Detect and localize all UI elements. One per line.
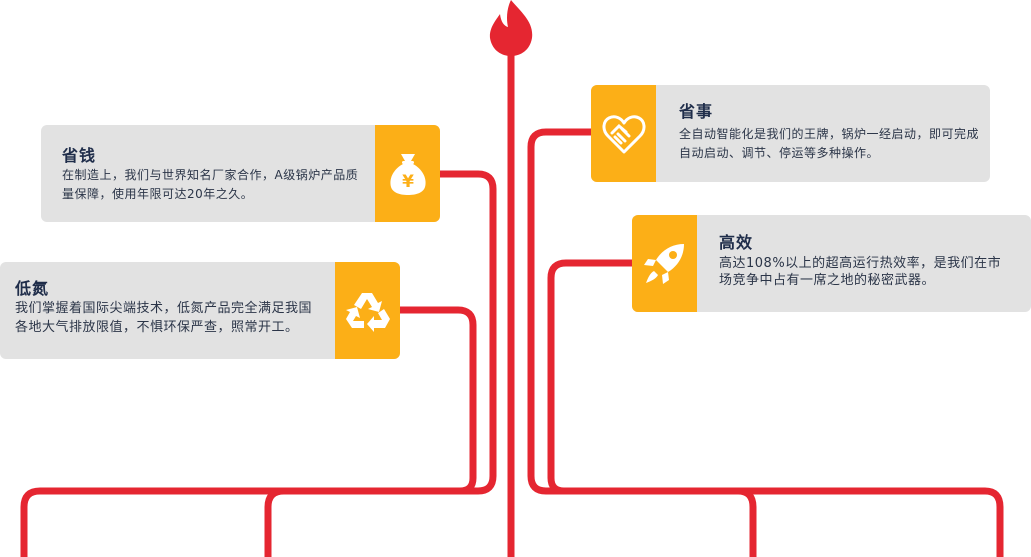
flame-icon xyxy=(489,0,533,56)
svg-text:¥: ¥ xyxy=(402,172,414,192)
rocket-icon xyxy=(643,243,684,284)
icon-box xyxy=(632,215,697,312)
card-title: 省钱 xyxy=(62,146,97,165)
card-save-effort: 省事 全自动智能化是我们的王牌，锅炉一经启动，即可完成自动启动、调节、停运等多种… xyxy=(591,85,990,182)
card-efficient: 高效 高达108%以上的超高运行热效率，是我们在市场竞争中占有一席之地的秘密武器… xyxy=(632,215,1031,312)
card-save-money: 省钱 在制造上，我们与世界知名厂家合作，A级锅炉产品质量保障，使用年限可达20年… xyxy=(41,125,440,222)
card-description: 全自动智能化是我们的王牌，锅炉一经启动，即可完成自动启动、调节、停运等多种操作。 xyxy=(679,127,980,160)
card-description: 高达108%以上的超高运行热效率，是我们在市场竞争中占有一席之地的秘密武器。 xyxy=(719,256,1002,288)
handshake-heart-icon xyxy=(602,114,645,153)
icon-box: ¥ xyxy=(375,125,440,222)
card-low-nitrogen: 低氮 我们掌握着国际尖端技术，低氮产品完全满足我国各地大气排放限值，不惧环保严查… xyxy=(0,262,400,359)
money-bag-icon: ¥ xyxy=(389,153,426,195)
icon-box xyxy=(591,85,656,182)
card-title: 低氮 xyxy=(15,279,50,298)
card-description: 在制造上，我们与世界知名厂家合作，A级锅炉产品质量保障，使用年限可达20年之久。 xyxy=(62,168,359,201)
card-description: 我们掌握着国际尖端技术，低氮产品完全满足我国各地大气排放限值，不惧环保严查，照常… xyxy=(15,301,313,335)
recycle-icon xyxy=(345,292,390,332)
card-title: 省事 xyxy=(679,102,714,121)
icon-box xyxy=(335,262,400,359)
card-title: 高效 xyxy=(719,233,754,252)
